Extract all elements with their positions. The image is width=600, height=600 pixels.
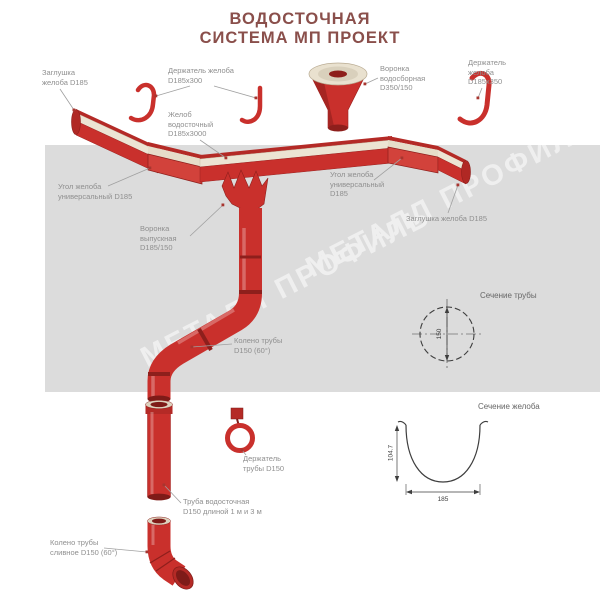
pipe-section-arrow-top (444, 307, 450, 313)
leader-outlet-funnel (189, 204, 224, 237)
downpipe-socket (145, 404, 173, 414)
page-title: ВОДОСТОЧНАЯ СИСТЕМА МП ПРОЕКТ (0, 10, 600, 48)
label-gutter-holder-350: Держатель желоба D185х350 (468, 58, 507, 86)
pipe-holder-plate (230, 407, 244, 420)
label-drain-elbow: Колено трубы сливное D150 (60°) (50, 538, 118, 557)
leader-downpipe (163, 484, 182, 504)
drain-elbow-outlet-hole (175, 570, 191, 586)
gutter-endcap-left (71, 109, 81, 135)
gutter-section-lip-right (479, 420, 489, 426)
gutter-section-dim-height: 104.7 (388, 444, 395, 461)
pipe-section-dim: 150 (436, 328, 443, 339)
label-outlet-funnel: Воронка выпускная D185/150 (140, 224, 177, 252)
drain-elbow-mouth-hole (152, 518, 166, 524)
drain-elbow-ribs (149, 550, 176, 572)
gutter-corner-right-inside (388, 140, 438, 157)
gutter-section-lip-left (397, 420, 407, 426)
pipe-cross-section (412, 299, 482, 369)
downpipe-bottom (147, 493, 171, 501)
gutter-cross-section (394, 420, 489, 495)
title-line-1: ВОДОСТОЧНАЯ (229, 10, 371, 28)
leader-gutter-endcap-right (447, 184, 459, 214)
gutter-right-inside (438, 150, 466, 171)
gutter-corner-left-inside (148, 146, 202, 167)
leader-gutter-corner-right (373, 157, 403, 181)
gutter-run (71, 109, 471, 185)
leader-gutter (199, 139, 227, 159)
outlet-funnel-crown (221, 169, 269, 211)
label-gutter-corner-right: Угол желоба универсальный D185 (330, 170, 385, 198)
gutter-section-dim-width: 185 (438, 496, 449, 503)
collector-funnel-hole (329, 70, 347, 78)
label-pipe-holder: Держатель трубы D150 (243, 454, 285, 473)
label-gutter-endcap-right: Заглушка желоба D185 (406, 214, 487, 223)
gutter-section-arrow-up (394, 425, 400, 431)
gutter-endcap-right (461, 160, 471, 184)
leader-gutter-corner-left (107, 167, 151, 187)
wall-panel (45, 145, 600, 392)
pipe-highlights (151, 228, 246, 397)
leader-markers (72, 82, 480, 554)
leader-pipe-elbow (191, 343, 233, 348)
drain-elbow-body (147, 521, 186, 586)
label-gutter-endcap-left: Заглушка желоба D185 (42, 68, 88, 87)
gutter-corner-right-rim (388, 136, 438, 150)
gutter-corner-left-rim (148, 142, 202, 159)
gutter-section-arrow-down (394, 476, 400, 482)
gutter-holder-left (128, 82, 157, 123)
collector-funnel-outlet (328, 124, 348, 132)
downpipe-mouth-hole (150, 401, 168, 408)
pipe-holder (225, 407, 255, 453)
label-downpipe: Труба водосточная D150 длиной 1 м и 3 м (183, 497, 262, 516)
drain-elbow (147, 516, 194, 590)
collector-funnel (308, 62, 368, 132)
pipe-section-title: Сечение трубы (480, 291, 537, 300)
gutter-holders (128, 70, 492, 126)
gutter-left-rim (76, 109, 158, 151)
gutter-holder-middle (239, 85, 263, 124)
pipe-couplings (148, 255, 262, 376)
leader-gutter-holder-300-b (213, 85, 257, 99)
leader-lines (59, 77, 483, 553)
collector-funnel-shade (310, 74, 334, 126)
label-gutter-holder-300: Держатель желоба D185х300 (168, 66, 234, 85)
leader-gutter-endcap-left (59, 88, 75, 111)
label-pipe-elbow: Колено трубы D150 (60°) (234, 336, 283, 355)
downpipe (145, 400, 173, 501)
gutter-right-rim (438, 146, 466, 164)
gutter-section-arrow-right (474, 489, 480, 495)
gutter-corner-left-face (147, 153, 203, 185)
label-gutter: Желоб водосточный D185х3000 (168, 110, 214, 138)
label-gutter-corner-left: Угол желоба универсальный D185 (58, 182, 133, 201)
gutter-right-face (437, 156, 467, 185)
pipe-section-arrow-bottom (444, 355, 450, 361)
leader-gutter-holder-350 (477, 87, 483, 99)
gutter-section-profile (405, 424, 481, 483)
title-line-2: СИСТЕМА МП ПРОЕКТ (199, 29, 401, 47)
label-collector-funnel: Воронка водосборная D350/150 (380, 64, 426, 92)
pipe-holder-ring (225, 423, 255, 453)
gutter-middle-rim (200, 136, 392, 159)
leader-drain-elbow (103, 547, 148, 553)
gutter-section-title: Сечение желоба (478, 402, 540, 411)
gutter-corner-right-face (387, 146, 439, 174)
leader-collector-funnel (364, 77, 379, 85)
gutter-section-arrow-left (406, 489, 412, 495)
gutter-holder-right (457, 70, 492, 126)
leader-gutter-holder-300-a (155, 85, 191, 97)
